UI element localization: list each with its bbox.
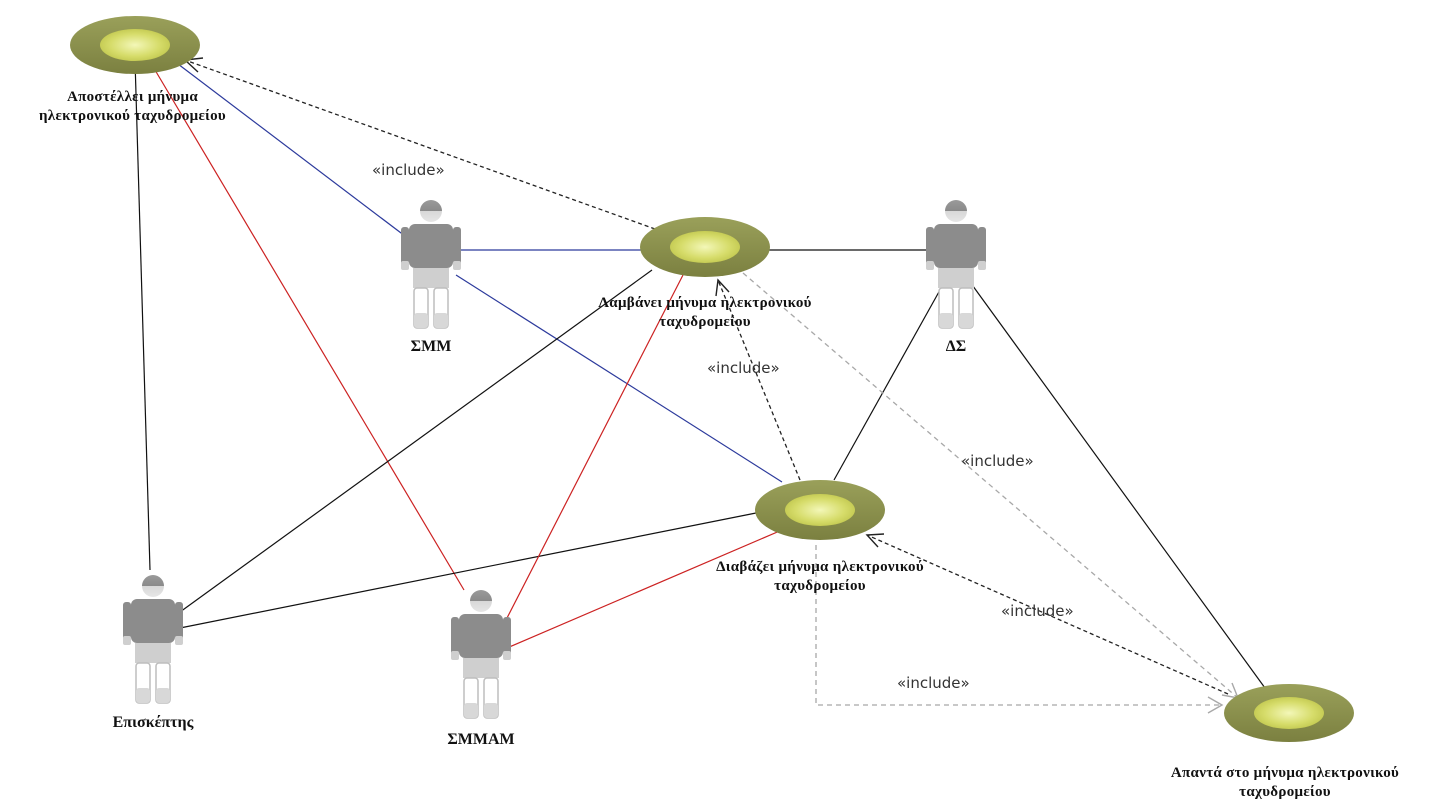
- stereotype-read-reply: «include»: [897, 674, 970, 692]
- assoc-visitor-receive[interactable]: [179, 269, 653, 613]
- assoc-smm-send[interactable]: [177, 63, 406, 237]
- usecase-read[interactable]: [755, 480, 885, 540]
- usecase-receive-label-line2: ταχυδρομείου: [659, 314, 751, 330]
- include-reply-read-arrowhead: [865, 533, 885, 548]
- actor-visitor-label: Επισκέπτης: [112, 714, 194, 731]
- usecase-read-label: Διαβάζει μήνυμα ηλεκτρονικού ταχυδρομείο…: [670, 558, 970, 596]
- include-receive-reply[interactable]: [742, 272, 1239, 699]
- include-read-receive[interactable]: [717, 279, 801, 481]
- actor-smmam[interactable]: [450, 589, 512, 719]
- include-read-reply-arrowhead: [1207, 696, 1224, 714]
- stereotype-receive-send: «include»: [372, 161, 445, 179]
- assoc-ds-read[interactable]: [833, 289, 941, 481]
- usecase-receive[interactable]: [640, 217, 770, 277]
- usecase-read-label-line2: ταχυδρομείου: [774, 578, 866, 594]
- usecase-reply-label: Απαντά στο μήνυμα ηλεκτρονικού ταχυδρομε…: [1132, 764, 1438, 802]
- usecase-send-label-line2: ηλεκτρονικού ταχυδρομείου: [38, 108, 226, 124]
- include-receive-send[interactable]: [184, 59, 656, 230]
- actor-ds-label: ΔΣ: [945, 338, 967, 355]
- assoc-smmam-read[interactable]: [506, 529, 783, 649]
- assoc-visitor-send[interactable]: [134, 59, 151, 571]
- assoc-smm-read[interactable]: [455, 274, 783, 483]
- actor-ds[interactable]: [925, 199, 987, 329]
- assoc-smmam-send[interactable]: [154, 69, 465, 591]
- stereotype-read-receive: «include»: [707, 359, 780, 377]
- usecase-send-label: Αποστέλλει μήνυμα ηλεκτρονικού ταχυδρομε…: [0, 88, 265, 126]
- assoc-ds-reply[interactable]: [969, 281, 1266, 689]
- usecase-reply[interactable]: [1224, 684, 1354, 742]
- include-read-receive-arrowhead: [715, 278, 730, 297]
- usecase-receive-label-line1: Λαμβάνει μήνυμα ηλεκτρονικού: [598, 295, 812, 311]
- usecase-reply-label-line2: ταχυδρομείου: [1239, 784, 1331, 800]
- actor-smm-label: ΣΜΜ: [410, 338, 452, 355]
- stereotype-receive-reply: «include»: [961, 452, 1034, 470]
- actor-visitor[interactable]: [122, 574, 184, 704]
- usecase-reply-label-line1: Απαντά στο μήνυμα ηλεκτρονικού: [1170, 765, 1400, 781]
- include-reply-read[interactable]: [866, 534, 1229, 695]
- usecase-receive-label: Λαμβάνει μήνυμα ηλεκτρονικού ταχυδρομείο…: [555, 294, 855, 332]
- assoc-visitor-read[interactable]: [179, 512, 757, 629]
- usecase-send-label-line1: Αποστέλλει μήνυμα: [66, 89, 199, 105]
- usecase-send[interactable]: [70, 16, 200, 74]
- stereotype-reply-read: «include»: [1001, 602, 1074, 620]
- actor-smm[interactable]: [400, 199, 462, 329]
- usecase-read-label-line1: Διαβάζει μήνυμα ηλεκτρονικού: [716, 559, 924, 575]
- assoc-smmam-receive[interactable]: [506, 274, 684, 619]
- actor-smmam-label: ΣΜΜΑΜ: [447, 731, 515, 748]
